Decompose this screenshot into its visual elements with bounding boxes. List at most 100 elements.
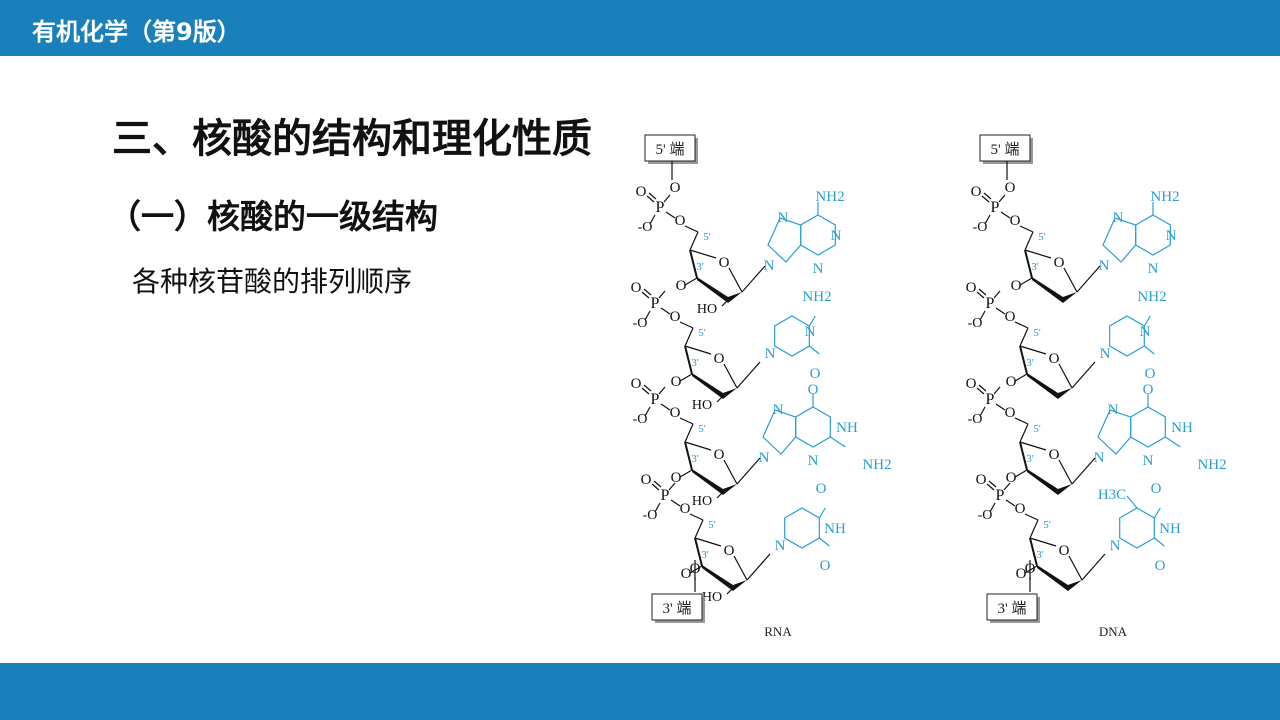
wedge-bond: [1027, 373, 1058, 399]
bond-line: [1081, 553, 1106, 581]
nitrogen-label: N: [831, 228, 842, 244]
wedge-bond: [1032, 277, 1063, 303]
bond-line: [694, 537, 703, 567]
nitrogen-label: N: [773, 402, 784, 418]
bond-line: [689, 249, 698, 279]
hydroxyl-label: HO: [697, 302, 717, 317]
nitrogen-label: N: [775, 538, 786, 554]
bond-line: [684, 423, 694, 443]
chain-label: DNA: [1099, 624, 1128, 639]
bond-line: [1014, 417, 1029, 425]
imino-label: NH: [824, 521, 846, 537]
carbon-5-label: 5': [1043, 519, 1051, 531]
bond-line: [679, 373, 693, 382]
carbon-3-label: 3': [1026, 453, 1034, 465]
oxygen-label: O: [1025, 561, 1036, 577]
bond-line: [1019, 441, 1047, 451]
bond-line: [993, 290, 1001, 299]
methyl-label: H3C: [1098, 487, 1126, 503]
footer-bar: [0, 663, 1280, 720]
hydroxyl-label: HO: [692, 398, 712, 413]
carbon-5-label: 5': [698, 423, 706, 435]
bond-line: [1071, 361, 1096, 389]
bond-line: [648, 192, 657, 200]
three-prime-end-box-label: 3' 端: [998, 600, 1027, 617]
bond-line: [689, 565, 703, 574]
bond-line: [1000, 211, 1011, 219]
bond-line: [643, 384, 652, 392]
oxygen-label: O: [631, 280, 642, 296]
nitrogen-label: N: [805, 324, 816, 340]
bond-line: [829, 436, 846, 448]
bond-line: [1014, 321, 1029, 329]
bond-line: [1153, 507, 1161, 519]
carbon-5-label: 5': [698, 327, 706, 339]
oxygen-anion-label: -O: [978, 508, 993, 523]
bond-line: [721, 299, 729, 307]
wedge-bond: [702, 565, 733, 591]
nitrogen-label: N: [1100, 346, 1111, 362]
nitrogen-label: N: [1094, 450, 1105, 466]
wedge-bond: [1063, 292, 1077, 303]
nitrogen-label: N: [1140, 324, 1151, 340]
ring-oxygen-label: O: [724, 543, 735, 559]
imino-label: NH: [836, 420, 858, 436]
pyrimidine-ring: [784, 507, 820, 549]
oxygen-label: O: [1005, 180, 1016, 196]
bond-line: [668, 482, 676, 491]
oxygen-label: O: [681, 566, 692, 582]
oxygen-anion-label: -O: [968, 316, 983, 331]
nitrogen-label: N: [778, 210, 789, 226]
bond-line: [646, 195, 655, 203]
bond-line: [1143, 345, 1155, 355]
bond-line: [1024, 249, 1052, 259]
bond-line: [1024, 231, 1034, 251]
wedge-bond: [1068, 580, 1082, 591]
ring-oxygen-label: O: [1049, 351, 1060, 367]
bond-line: [818, 537, 830, 547]
bond-line: [644, 310, 651, 321]
bond-line: [736, 361, 761, 389]
oxygen-label: O: [966, 280, 977, 296]
bond-line: [694, 537, 722, 547]
three-prime-end-box: [986, 593, 1038, 621]
wedge-bond: [692, 373, 723, 399]
bond-line: [684, 277, 698, 286]
oxygen-label: O: [1010, 213, 1021, 229]
bond-line: [641, 291, 650, 299]
bond-line: [1014, 469, 1028, 478]
carbon-5-label: 5': [1033, 327, 1041, 339]
ring-oxygen-label: O: [1049, 447, 1060, 463]
carbonyl-oxygen-label: O: [1151, 481, 1162, 497]
bond-line: [679, 321, 694, 329]
bond-line: [979, 406, 986, 417]
bond-line: [746, 553, 771, 581]
bond-line: [1058, 459, 1073, 485]
wedge-bond: [1058, 484, 1072, 495]
carbon-3-label: 3': [701, 549, 709, 561]
amino-label: NH2: [802, 289, 831, 305]
bond-line: [995, 307, 1006, 315]
oxygen-label: O: [966, 376, 977, 392]
bond-line: [1076, 265, 1101, 293]
bond-line: [684, 441, 693, 471]
phosphorus-label: P: [996, 487, 1005, 504]
header-bar: 有机化学（第9版）: [0, 0, 1280, 56]
nitrogen-label: N: [1166, 228, 1177, 244]
oxygen-label: O: [671, 470, 682, 486]
carbon-3-label: 3': [691, 453, 699, 465]
bond-line: [653, 480, 662, 488]
bond-line: [1019, 423, 1029, 443]
oxygen-anion-label: -O: [633, 316, 648, 331]
five-prime-end-box-label: 5' 端: [991, 141, 1020, 158]
phosphorus-label: P: [986, 295, 995, 312]
bond-line: [1019, 277, 1033, 286]
bond-line: [736, 457, 761, 485]
wedge-bond: [728, 292, 742, 303]
oxygen-label: O: [670, 180, 681, 196]
three-prime-end-box-label: 3' 端: [663, 600, 692, 617]
chain-label: RNA: [764, 624, 792, 639]
bond-line: [979, 310, 986, 321]
carbon-5-label: 5': [708, 519, 716, 531]
oxygen-label: O: [1015, 501, 1026, 517]
